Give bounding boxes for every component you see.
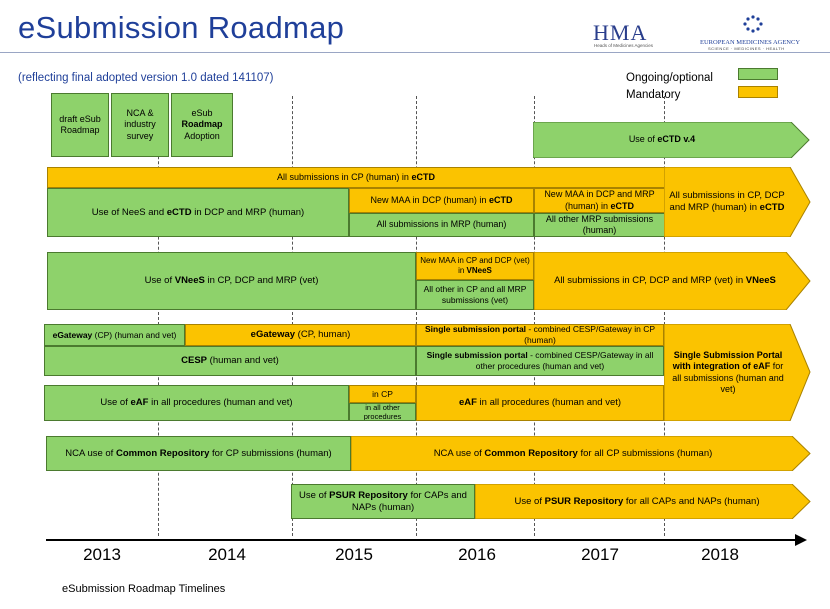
eaf-all-bar: Use of eAF in all procedures (human and … bbox=[44, 385, 349, 421]
mrp-human-2016-bar: All submissions in MRP (human) bbox=[349, 213, 534, 237]
cr-all-cp-arrow bbox=[351, 436, 811, 471]
ssp-eaf-arrow bbox=[664, 324, 811, 421]
ssp-other-bar: Single submission portal - combined CESP… bbox=[416, 346, 664, 376]
year-divider-2016 bbox=[416, 96, 417, 536]
cesp-bar: CESP (human and vet) bbox=[44, 346, 416, 376]
all-vet-vnees-label: All submissions in CP, DCP and MRP (vet)… bbox=[554, 275, 776, 287]
cr-cp-bar: NCA use of Common Repository for CP subm… bbox=[46, 436, 351, 471]
psur-mandatory-arrow bbox=[475, 484, 811, 519]
nees-ectd-human-bar: Use of NeeS and eCTD in DCP and MRP (hum… bbox=[47, 188, 349, 237]
psur-mandatory-label: Use of PSUR Repository for all CAPs and … bbox=[514, 495, 760, 507]
other-vet-bar: All other in CP and all MRP submissions … bbox=[416, 280, 534, 310]
ema-logo-subtitle: SCIENCE · MEDICINES · HEALTH bbox=[708, 46, 785, 51]
other-mrp-bar: All other MRP submissions (human) bbox=[534, 213, 665, 237]
eaf-cp-bar: in CP bbox=[349, 385, 416, 403]
legend-mandatory-swatch bbox=[738, 86, 778, 98]
page-title: eSubmission Roadmap bbox=[18, 10, 345, 45]
psur-use-bar: Use of PSUR Repository for CAPs and NAPs… bbox=[291, 484, 475, 519]
year-divider-2014 bbox=[158, 96, 159, 536]
legend-ongoing-swatch bbox=[738, 68, 778, 80]
legend-mandatory-label: Mandatory bbox=[626, 89, 681, 101]
cr-all-cp-label: NCA use of Common Repository for all CP … bbox=[433, 447, 713, 459]
footer-caption: eSubmission Roadmap Timelines bbox=[62, 583, 226, 595]
year-divider-2015 bbox=[292, 96, 293, 536]
year-label-2014: 2014 bbox=[208, 545, 246, 564]
milestone-draft-roadmap: draft eSub Roadmap bbox=[51, 93, 109, 157]
new-maa-vet-bar: New MAA in CP and DCP (vet) in VNeeS bbox=[416, 252, 534, 280]
ema-logo: EUROPEAN MEDICINES AGENCY bbox=[700, 39, 801, 46]
egateway-cp-bar: eGateway (CP) (human and vet) bbox=[44, 324, 185, 346]
page-subtitle: (reflecting final adopted version 1.0 da… bbox=[18, 72, 274, 84]
hma-logo: HMA bbox=[593, 20, 648, 45]
vnees-vet-bar: Use of VNeeS in CP, DCP and MRP (vet) bbox=[47, 252, 416, 310]
year-divider-2017 bbox=[534, 96, 535, 536]
year-label-2013: 2013 bbox=[83, 545, 121, 564]
ectd-v4-label: Use of eCTD v.4 bbox=[628, 134, 696, 145]
eaf-other-bar: in all other procedures bbox=[349, 403, 416, 421]
milestone-nca-survey: NCA & industry survey bbox=[111, 93, 169, 157]
new-maa-dcp-bar: New MAA in DCP (human) in eCTD bbox=[349, 188, 534, 213]
year-label-2017: 2017 bbox=[581, 545, 619, 564]
all-vet-vnees-arrow bbox=[534, 252, 811, 310]
ectd-v4-arrow bbox=[533, 122, 810, 158]
year-label-2018: 2018 bbox=[701, 545, 739, 564]
cp-human-ectd-bar: All submissions in CP (human) in eCTD bbox=[47, 167, 665, 188]
year-divider-2018 bbox=[664, 96, 665, 536]
year-label-2016: 2016 bbox=[458, 545, 496, 564]
year-label-2015: 2015 bbox=[335, 545, 373, 564]
timeline-axis bbox=[46, 539, 800, 541]
all-human-ectd-label: All submissions in CP, DCP and MRP (huma… bbox=[669, 190, 785, 213]
ssp-cp-bar: Single submission portal - combined CESP… bbox=[416, 324, 664, 346]
eaf-mandatory-bar: eAF in all procedures (human and vet) bbox=[416, 385, 664, 421]
ssp-eaf-label: Single Submission Portal with integratio… bbox=[672, 350, 784, 394]
egateway-cp-human-bar: eGateway (CP, human) bbox=[185, 324, 416, 346]
ema-stars-icon bbox=[743, 15, 763, 33]
legend-ongoing-label: Ongoing/optional bbox=[626, 72, 713, 84]
all-human-ectd-arrow bbox=[664, 167, 811, 237]
timeline-arrow-head bbox=[795, 534, 807, 546]
hma-logo-subtitle: Heads of Medicines Agencies bbox=[594, 43, 654, 48]
new-maa-dcp-mrp-bar: New MAA in DCP and MRP (human) in eCTD bbox=[534, 188, 665, 213]
header-divider bbox=[0, 52, 830, 53]
